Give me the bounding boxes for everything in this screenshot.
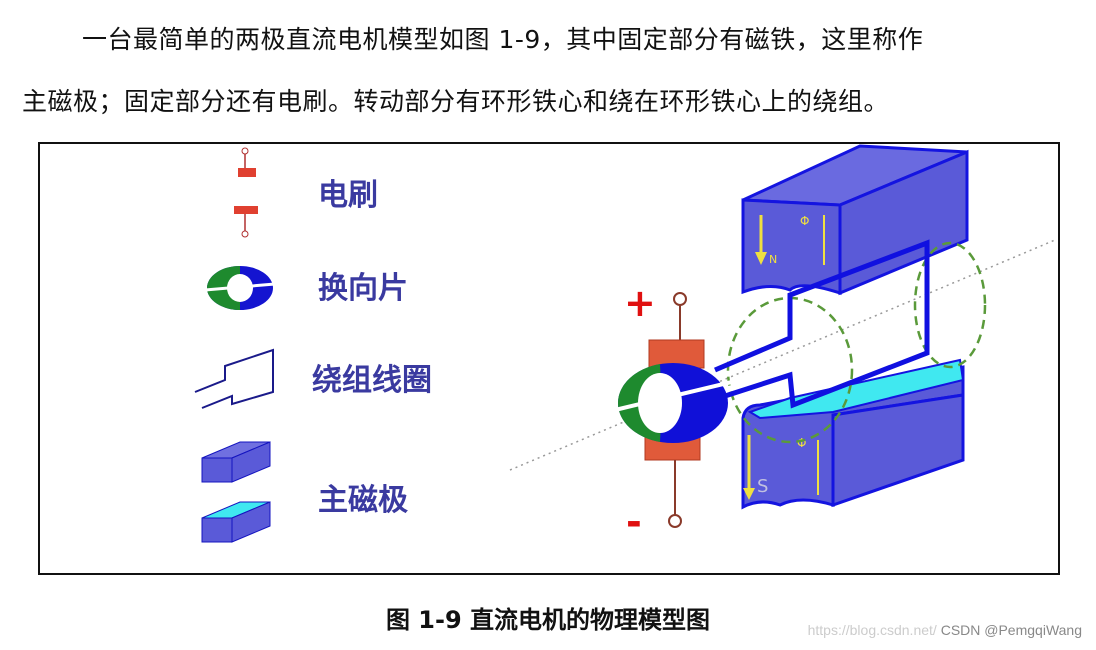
rotation-axis (509, 239, 1056, 471)
figure-caption: 图 1-9 直流电机的物理模型图 (385, 606, 711, 634)
north-label: N (769, 253, 777, 266)
figure-frame (38, 142, 1060, 575)
armature-coil (714, 239, 930, 409)
minus-terminal-label: - (626, 500, 642, 544)
north-pole-magnet: N Φ (741, 144, 969, 296)
rotor-outline-back (913, 241, 987, 369)
south-label: S (757, 476, 768, 497)
legend-label-coil: 绕组线圈 (312, 363, 432, 398)
legend-label-magnet: 主磁极 (318, 483, 408, 518)
paragraph-line-1: 一台最简单的两极直流电机模型如图 1-9，其中固定部分有磁铁，这里称作 (82, 25, 924, 54)
flux-label-bottom: Φ (797, 436, 806, 450)
watermark: https://blog.csdn.net/ CSDN @PemgqiWang (808, 622, 1082, 638)
flux-label-top: Φ (800, 214, 809, 228)
watermark-text: CSDN @PemgqiWang (940, 622, 1082, 638)
commutator-icon (204, 266, 276, 310)
commutator (614, 363, 741, 443)
legend-label-brush: 电刷 (318, 178, 378, 213)
paragraph-line-2: 主磁极；固定部分还有电刷。转动部分有环形铁心和绕在环形铁心上的绕组。 (22, 87, 890, 116)
plus-terminal-label: + (624, 281, 656, 325)
magnet-pole-icon (201, 441, 271, 543)
coil-icon (194, 348, 274, 409)
watermark-url: https://blog.csdn.net/ (807, 622, 937, 638)
legend-label-commutator: 换向片 (318, 271, 408, 306)
brush-icon (234, 147, 258, 238)
